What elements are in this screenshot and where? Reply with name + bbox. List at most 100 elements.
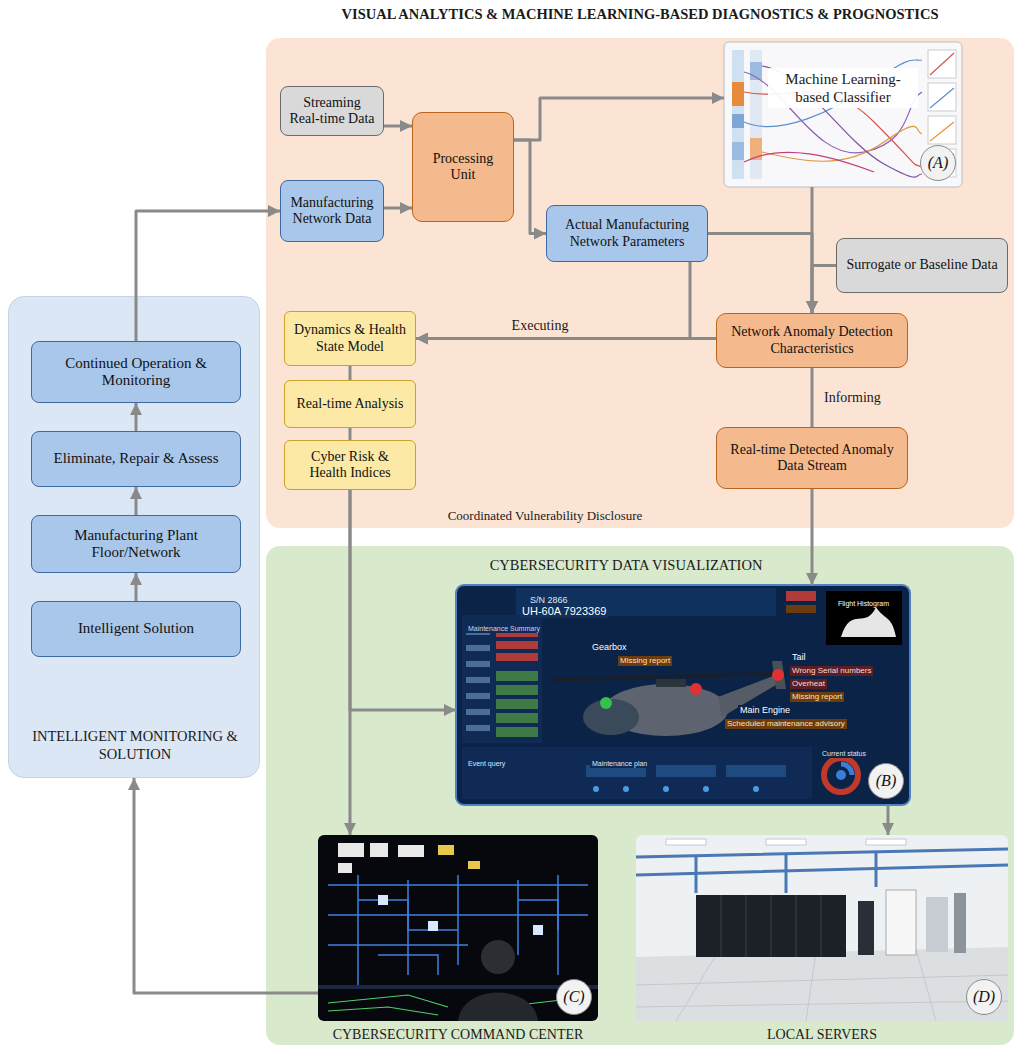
text-slot: Maintenance Summary	[466, 617, 542, 635]
server-room-scene	[926, 897, 948, 952]
dashboard-text: Wrong Serial numbers	[790, 666, 873, 676]
text-slot: (C)	[556, 979, 592, 1015]
panel-badge: (D)	[966, 979, 1002, 1015]
box-label: Actual Manufacturing Network Parameters	[555, 217, 699, 249]
text-slot: Executing	[510, 316, 571, 335]
classifier-chart	[724, 42, 962, 187]
dashboard-screen	[836, 770, 846, 780]
network-data-box: Actual Manufacturing Network Parameters	[546, 205, 708, 262]
dashboard-screen	[496, 685, 538, 695]
dashboard-screen	[496, 671, 538, 681]
classifier-chart	[762, 126, 922, 161]
dashboard-text: Missing report	[790, 692, 844, 702]
server-room-scene	[721, 895, 821, 957]
text-slot: Tail	[790, 646, 808, 664]
dashboard-screen	[656, 679, 686, 687]
flow-connector	[887, 805, 890, 835]
dashboard-screen	[786, 591, 816, 601]
command-center-scene	[328, 875, 588, 985]
dashboard-screen	[462, 747, 812, 799]
command-center-scene	[533, 925, 543, 935]
classifier-chart	[930, 122, 954, 141]
server-room-scene	[636, 849, 1008, 875]
server-room-scene	[666, 839, 906, 845]
edge-label: Informing	[822, 390, 883, 407]
band-note: Coordinated Vulnerability Disclosure	[448, 508, 643, 524]
server-room-scene	[666, 839, 706, 845]
command-center-scene	[458, 993, 538, 1022]
dashboard-screen	[726, 765, 786, 777]
dashboard-screen	[466, 629, 490, 731]
panel-badge: (A)	[920, 145, 956, 181]
model-box: Dynamics & Health State Model	[284, 311, 416, 366]
classifier-chart	[928, 50, 956, 177]
server-room-scene	[636, 949, 1008, 1021]
dashboard-text: Maintenance plan	[590, 760, 649, 768]
text-slot: Event query	[466, 752, 507, 770]
flow-connector	[416, 262, 690, 339]
server-room-scene	[954, 893, 966, 953]
dashboard-text: Gearbox	[590, 642, 629, 653]
classifier-chart	[928, 149, 956, 177]
command-center-scene	[318, 985, 598, 989]
classifier-chart	[744, 152, 874, 172]
dashboard-screen	[496, 629, 538, 661]
flow-connector	[349, 428, 352, 440]
dashboard-screen	[593, 786, 759, 792]
dashboard-screen	[703, 786, 709, 792]
dashboard-screen	[772, 669, 784, 681]
text-slot: (B)	[868, 763, 904, 799]
server-room-scene	[636, 835, 1008, 1021]
process-step-box: Intelligent Solution	[31, 601, 241, 657]
text-slot: (A)	[920, 145, 956, 181]
server-room-scene	[766, 839, 806, 845]
band-heading: INTELLIGENT MONITORING & SOLUTION	[19, 728, 251, 763]
dashboard-text: UH-60A 7923369	[520, 605, 608, 618]
photo-caption: LOCAL SERVERS	[767, 1027, 877, 1044]
dashboard-screen	[496, 671, 538, 737]
process-step-box: Manufacturing Plant Floor/Network	[31, 515, 241, 573]
box-label: Manufacturing Plant Floor/Network	[40, 527, 232, 562]
dashboard-screen	[496, 699, 538, 709]
classifier-chart	[930, 154, 954, 174]
classifier-chart	[930, 53, 954, 174]
flow-connector	[514, 140, 546, 234]
command-center-scene	[328, 995, 588, 1015]
process-step-box: Continued Operation & Monitoring	[31, 341, 241, 403]
flow-connector	[135, 403, 138, 431]
box-label: Manufacturing Network Data	[289, 195, 375, 227]
command-center-scene	[428, 921, 438, 931]
classifier-chart	[744, 92, 922, 167]
flow-connector	[811, 368, 814, 427]
dashboard-text: Flight Histogram	[836, 600, 891, 608]
server-room-scene	[721, 895, 821, 957]
box-label: Surrogate or Baseline Data	[846, 257, 997, 273]
server-room-scene	[696, 853, 876, 893]
dashboard-screen	[663, 786, 669, 792]
command-center-scene	[438, 845, 454, 855]
flow-connector	[134, 778, 318, 993]
classifier-chart	[744, 60, 922, 127]
box-label: Processing Unit	[421, 151, 505, 183]
command-center-scene	[318, 835, 598, 1021]
command-center-scene	[378, 895, 388, 905]
command-center-scene	[370, 843, 388, 857]
command-center-scene	[338, 863, 352, 873]
model-box: Cyber Risk & Health Indices	[284, 440, 416, 490]
dashboard-text: Overheat	[790, 679, 827, 689]
classifier-chart	[724, 42, 962, 187]
dashboard-text: Event query	[466, 760, 507, 768]
text-slot: Flight Histogram	[836, 592, 891, 610]
command-center-scene	[398, 845, 424, 857]
flow-connector	[384, 207, 412, 210]
box-label: Real-time Analysis	[297, 396, 404, 412]
classifier-chart	[930, 53, 954, 75]
dashboard-text: Main Engine	[738, 705, 792, 716]
flow-connector	[812, 266, 836, 314]
dashboard-screen	[753, 786, 759, 792]
flow-connector	[349, 490, 352, 835]
band-heading: CYBERSECURITY DATA VISUALIZATION	[490, 557, 763, 574]
flow-connector	[135, 573, 138, 601]
dashboard-screen	[496, 641, 538, 649]
